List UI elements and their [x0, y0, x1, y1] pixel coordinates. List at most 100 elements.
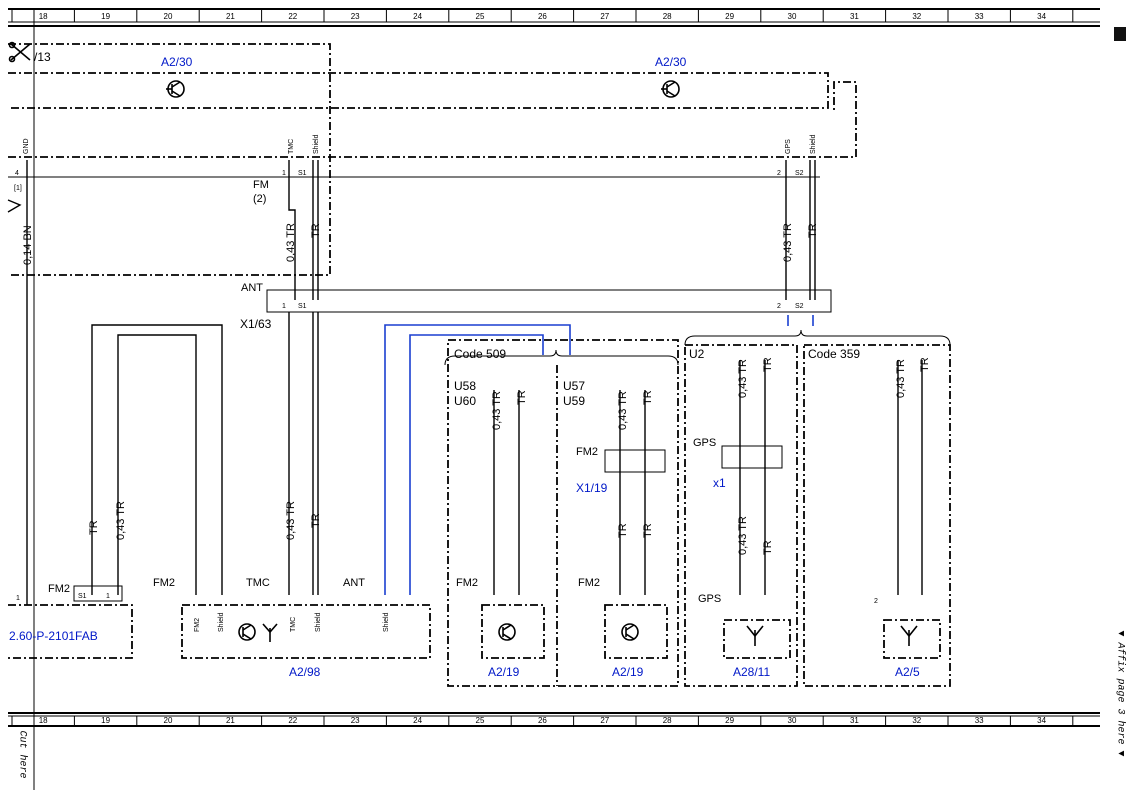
wire-label: 0,43 TR — [737, 359, 749, 398]
transistor-icon — [621, 623, 639, 641]
pin-number: 1 — [282, 170, 286, 177]
antenna-icon — [900, 625, 918, 646]
wire-label: 0,43 TR — [285, 501, 297, 540]
pin-fm2: FM2 — [194, 618, 201, 632]
wire-label: 0,43 TR — [285, 223, 297, 262]
bottom-ruler-column-number: 20 — [164, 716, 173, 725]
pin-number: 1 — [106, 593, 110, 600]
wire-label: 0,14 BN — [22, 225, 34, 265]
code-u60: U60 — [454, 394, 476, 408]
bottom-ruler-column-number: 25 — [476, 716, 485, 725]
pin-shield: Shield — [313, 134, 320, 154]
wire-label: 0,43 TR — [782, 223, 794, 262]
pin-gnd: GND — [23, 138, 30, 154]
top-ruler-column-number: 20 — [164, 12, 173, 21]
top-ruler-column-number: 26 — [538, 12, 547, 21]
wire-label: TR — [310, 223, 322, 238]
a2-30-left-label: A2/30 — [161, 55, 193, 69]
top-ruler-column-number: 30 — [788, 12, 797, 21]
connector-x1: x1 — [713, 476, 726, 490]
transistor-icon — [238, 623, 256, 641]
connector-ant: ANT — [241, 282, 263, 294]
u2-box — [684, 344, 798, 687]
a2-98-box — [181, 604, 431, 659]
top-ruler-column-number: 31 — [850, 12, 859, 21]
code-u57: U57 — [563, 379, 585, 393]
a2-30-right-band — [8, 72, 829, 109]
top-ruler-column-number: 18 — [39, 12, 48, 21]
top-ruler-column-number: 32 — [912, 12, 921, 21]
top-ruler-column-number: 29 — [725, 12, 734, 21]
bottom-ruler-column-number: 29 — [725, 716, 734, 725]
top-ruler-column-number: 24 — [413, 12, 422, 21]
connector-fm: FM — [253, 179, 269, 191]
pin-number: 2 — [777, 170, 781, 177]
pin-number: 1 — [16, 595, 20, 602]
wire-label: TR — [88, 520, 100, 535]
pin-tmc: TMC — [290, 617, 297, 632]
pin-shield: Shield — [383, 612, 390, 632]
code-509-box — [447, 339, 679, 687]
bottom-ruler-column-number: 23 — [351, 716, 360, 725]
code-u2: U2 — [689, 347, 705, 361]
bottom-ruler-column-number: 19 — [101, 716, 110, 725]
pin-number: 2 — [874, 598, 878, 605]
connector-gps: GPS — [698, 593, 721, 605]
connector-x1-19: X1/19 — [576, 481, 608, 495]
pin-gps: GPS — [785, 139, 792, 154]
bottom-ruler-column-number: 22 — [288, 716, 297, 725]
wire-label: TR — [919, 357, 931, 372]
pin-shield: Shield — [218, 612, 225, 632]
pin-s2: S2 — [795, 170, 804, 177]
connector-fm2: FM2 — [456, 577, 478, 589]
connector-fm2: FM2 — [48, 583, 70, 595]
connector-fm-sub: (2) — [253, 193, 266, 205]
corner-mark-icon — [1114, 27, 1126, 41]
pin-s1: S1 — [298, 170, 307, 177]
wire-label: TR — [310, 513, 322, 528]
connector-gps: GPS — [693, 437, 716, 449]
connector-fm2: FM2 — [576, 446, 598, 458]
reference-link[interactable]: 2.60-P-2101FAB — [9, 629, 98, 643]
pin-s1: S1 — [78, 593, 87, 600]
a28-11-label: A28/11 — [733, 665, 770, 679]
code-509-label: Code 509 — [454, 347, 506, 361]
bottom-ruler-column-number: 24 — [413, 716, 422, 725]
pin-ref: [1] — [14, 185, 22, 192]
pin-number: 4 — [15, 170, 19, 177]
bottom-ruler-column-number: 32 — [912, 716, 921, 725]
wire-label: 0,43 TR — [115, 501, 127, 540]
wire-label: TR — [807, 223, 819, 238]
wire-label: TR — [642, 390, 654, 405]
bottom-ruler-column-number: 28 — [663, 716, 672, 725]
wire-label: TR — [516, 390, 528, 405]
bottom-ruler-column-number: 34 — [1037, 716, 1046, 725]
pin-number: 1 — [282, 303, 286, 310]
pin-s1: S1 — [298, 303, 307, 310]
bottom-ruler-column-number: 18 — [39, 716, 48, 725]
code-u58: U58 — [454, 379, 476, 393]
transistor-icon — [166, 80, 185, 98]
a2-30-lower-edge — [8, 81, 857, 158]
wire-label: TR — [762, 540, 774, 555]
bottom-ruler-column-number: 27 — [600, 716, 609, 725]
pin-s2: S2 — [795, 303, 804, 310]
a2-30-right-label: A2/30 — [655, 55, 687, 69]
top-ruler-column-number: 21 — [226, 12, 235, 21]
top-ruler-column-number: 28 — [663, 12, 672, 21]
wire-label: TR — [617, 523, 629, 538]
top-ruler-column-number: 22 — [288, 12, 297, 21]
bottom-ruler-column-number: 21 — [226, 716, 235, 725]
wire-label: 0,43 TR — [617, 391, 629, 430]
a2-30-left-box — [8, 43, 331, 276]
wire-label: 0,43 TR — [895, 359, 907, 398]
bottom-ruler-column-number: 31 — [850, 716, 859, 725]
scissors-icon — [8, 41, 31, 63]
a2-5-label: A2/5 — [895, 665, 920, 679]
page-reference: /13 — [34, 50, 51, 64]
top-ruler-column-number: 27 — [600, 12, 609, 21]
connector-x1-63: X1/63 — [240, 317, 272, 331]
